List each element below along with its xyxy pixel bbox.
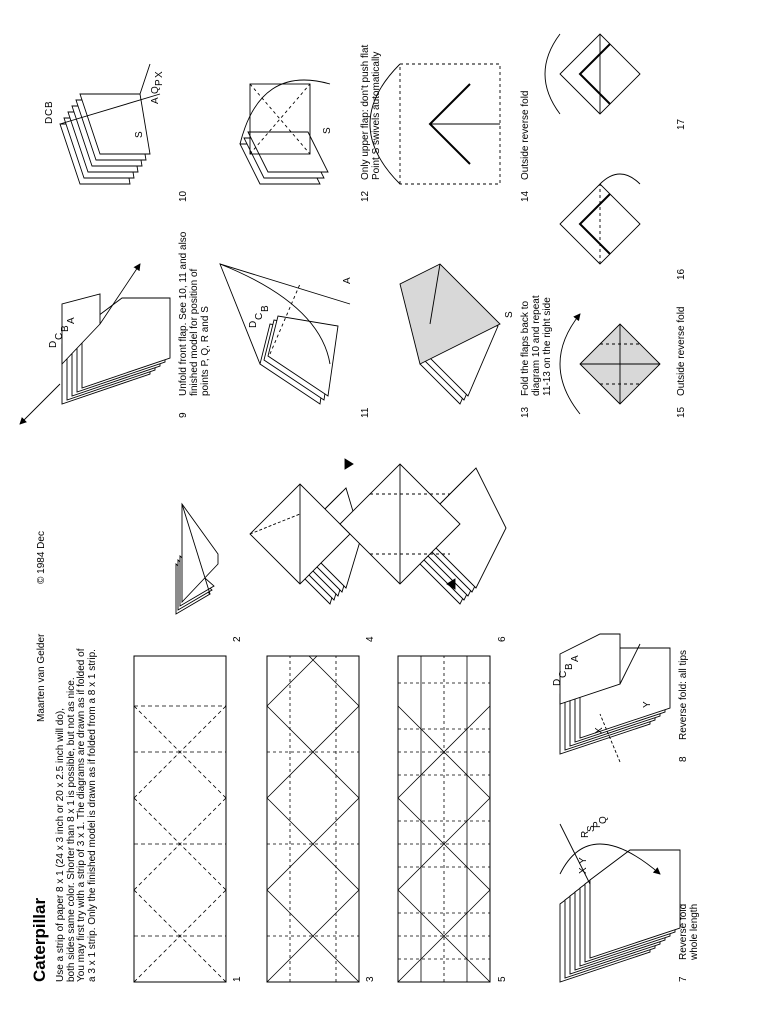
valley-creases [133,705,227,983]
point-label-a: A [570,655,581,662]
point-label-p: P [592,821,603,828]
point-label-a: A [66,317,77,324]
step-13-shape [399,263,501,405]
step-7-stack [559,823,681,983]
point-label-s: S [322,127,333,134]
step-9-stack [19,263,171,425]
point-label-x: X [594,727,605,734]
point-label-x: X [578,867,589,874]
step-3-strip [266,655,360,983]
step-17-shape [544,33,641,115]
step-10-stack [59,63,161,185]
point-label-s: S [504,311,515,318]
point-label-r: R [580,831,591,838]
point-label-c: C [558,671,569,678]
step-5-strip [397,655,491,983]
point-label-d: D [48,341,59,348]
step-4-stack [249,483,362,605]
step-1-strip [133,655,227,983]
point-label-p: P [154,79,165,86]
point-label-a: A [342,277,353,284]
point-label-d: D [44,117,55,124]
point-label-x: X [154,71,165,78]
point-label-b: B [260,305,271,312]
point-label-q: Q [598,816,609,824]
point-label-q: Q [150,86,161,94]
point-label-s: S [586,825,597,832]
point-label-y: Y [642,701,653,708]
step-15-shape [559,313,661,415]
step-6-stack [339,458,507,605]
strip-outline [266,655,360,983]
step-14-shape [369,63,501,185]
point-label-y: Y [578,857,589,864]
point-label-c: C [54,333,65,340]
step-2-triangle [175,502,219,615]
point-label-a: A [150,97,161,104]
point-label-d: D [552,679,563,686]
step-11-shape [219,263,351,405]
point-label-c: C [44,109,55,116]
step-12-shape [239,79,331,185]
point-label-c: C [254,313,265,320]
point-label-b: B [60,325,71,332]
strip-outline [133,655,227,983]
point-label-b: B [44,101,55,108]
point-label-s: S [134,131,145,138]
point-label-b: B [564,663,575,670]
step-8-stack [559,633,671,763]
point-label-d: D [248,321,259,328]
step-16-shape [559,173,641,265]
